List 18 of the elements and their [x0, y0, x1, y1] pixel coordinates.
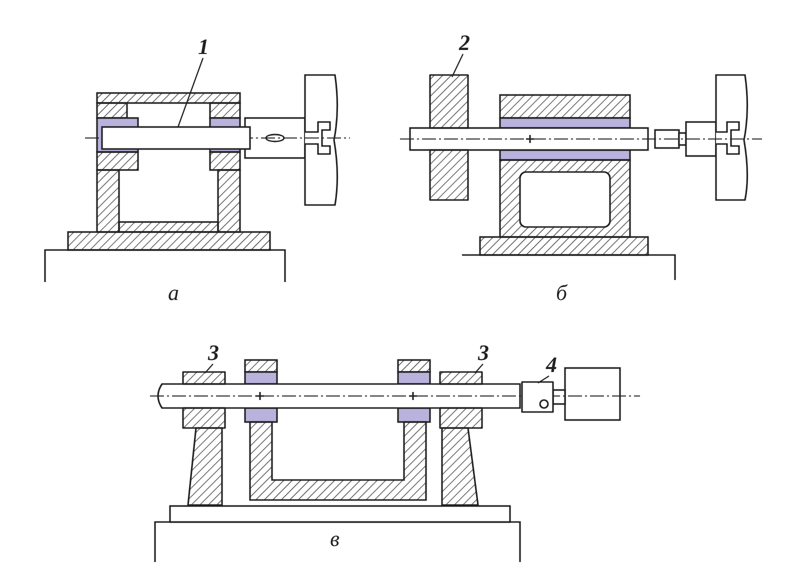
fixture-part — [182, 371, 226, 429]
leader-line — [451, 54, 464, 78]
boring-bar — [101, 126, 251, 150]
panel-label: а — [168, 282, 179, 304]
callout-number: 3 — [478, 342, 489, 364]
panel-label: в — [330, 528, 340, 550]
fixture-part — [521, 381, 554, 413]
fixture-part — [439, 371, 483, 429]
leader-line — [538, 376, 550, 384]
callout-number: 2 — [459, 32, 470, 54]
panel-label: б — [556, 282, 568, 304]
leader-line — [474, 364, 484, 374]
callout-number: 4 — [546, 354, 557, 376]
leader-line — [204, 364, 214, 374]
leader-line — [177, 58, 204, 128]
callout-number: 1 — [198, 36, 209, 58]
callout-number: 3 — [208, 342, 219, 364]
fixture-part — [429, 74, 469, 201]
